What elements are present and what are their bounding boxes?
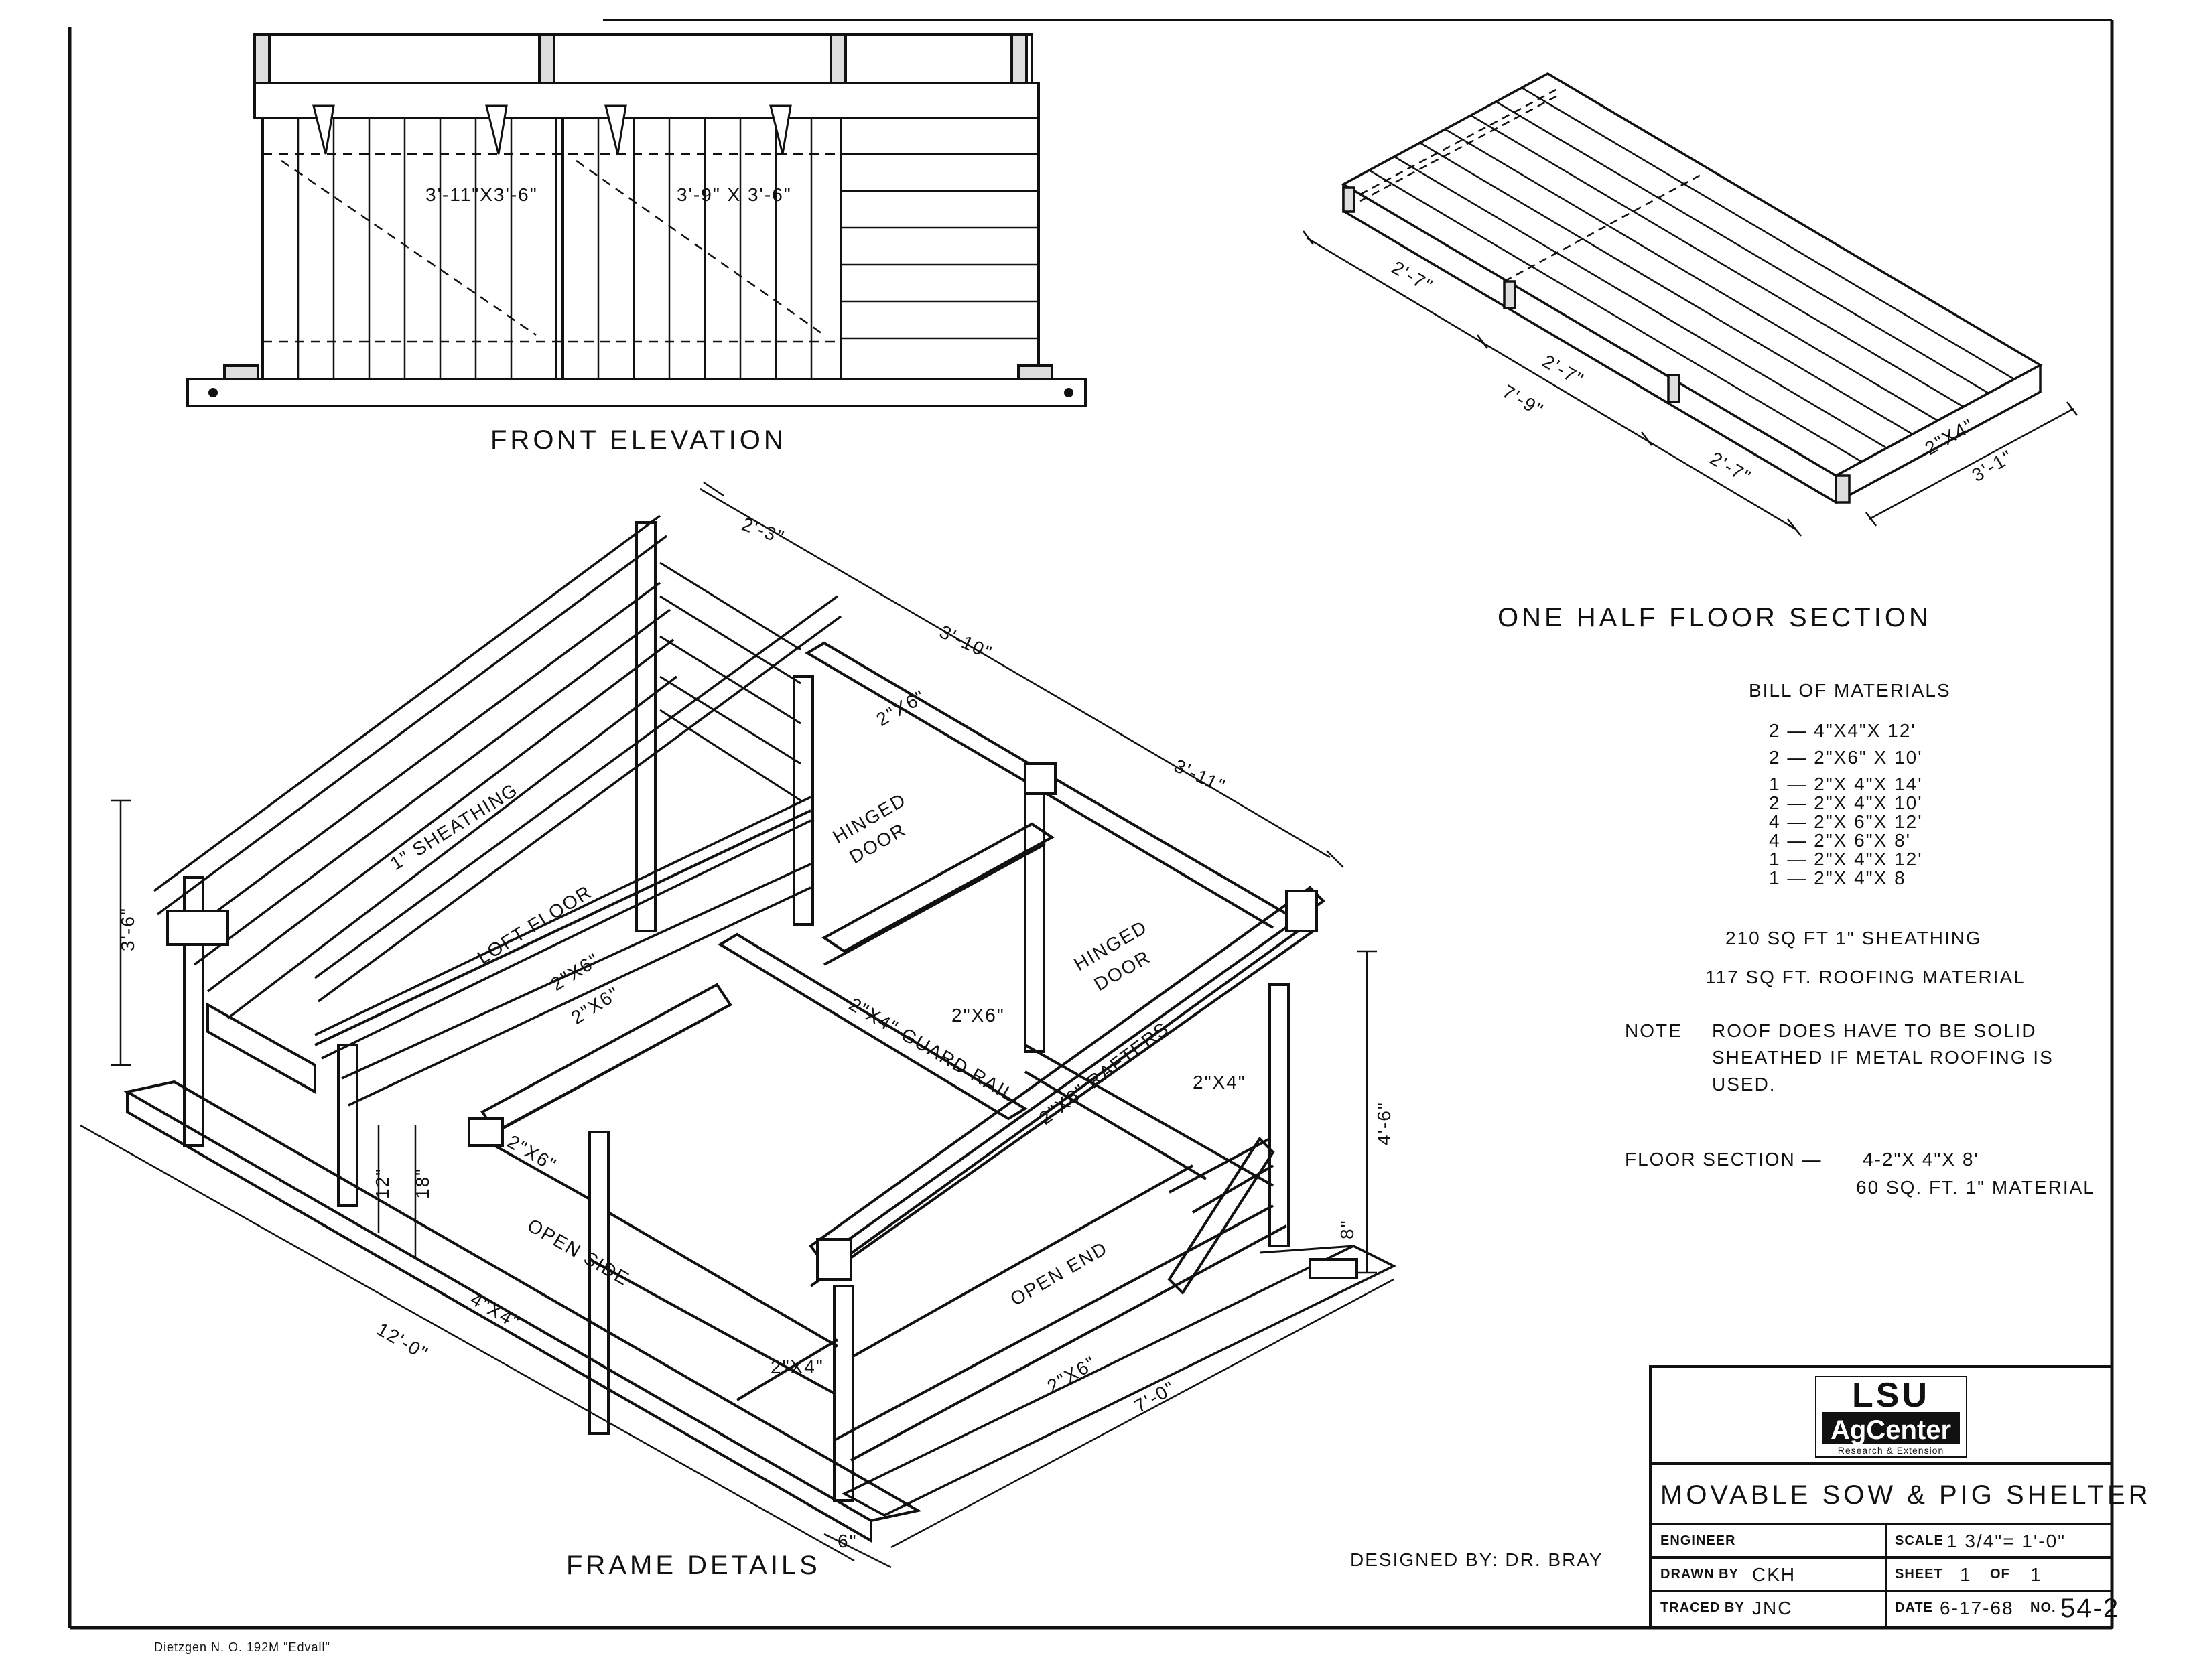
frame-details-drawing [123,514,1396,1543]
front-elevation-title: FRONT ELEVATION [490,425,787,455]
note-label: NOTE [1625,1020,1682,1041]
scale-value: 1 3/4"= 1'-0" [1946,1531,2066,1551]
bom-title: BILL OF MATERIALS [1749,680,1951,701]
sheet-value: 1 [1960,1564,1972,1585]
label-base-2x4: 2"X4" [771,1356,824,1377]
bom-item-0: 2 — 4"X4"X 12' [1769,720,1916,741]
sheet-of-label: OF [1990,1567,2010,1582]
logo-lsu-text: LSU [1852,1376,1930,1415]
paper-stock-note: Dietzgen N. O. 192M "Edvall" [154,1640,330,1654]
bill-of-materials: BILL OF MATERIALS 2 — 4"X4"X 12' 2 — 2"X… [1705,680,2026,987]
engineer-label: ENGINEER [1660,1533,1735,1548]
drawing-number-label: NO. [2030,1600,2056,1615]
floor-section-drawing [1303,72,2078,537]
front-door-right-dim: 3'-9" X 3'-6" [677,184,792,205]
bom-item-6: 1 — 2"X 4"X 12' [1769,849,1923,869]
dim-3-6: 3'-6" [117,907,138,951]
dim-6: 6" [838,1531,858,1551]
note-line-1: ROOF DOES HAVE TO BE SOLID [1712,1020,2037,1041]
label-guard-2x6: 2"X6" [951,1005,1005,1026]
floor-spec-line-1: 4-2"X 4"X 8' [1863,1149,1979,1170]
drawn-by-label: DRAWN BY [1660,1567,1739,1582]
floor-section-title: ONE HALF FLOOR SECTION [1498,603,1932,632]
bom-item-3: 2 — 2"X 4"X 10' [1769,792,1923,813]
frame-details-title: FRAME DETAILS [566,1551,821,1580]
date-value: 6-17-68 [1940,1598,2014,1618]
dim-8: 8" [1337,1219,1357,1239]
drawing-number-value: 54-2 [2060,1594,2119,1623]
front-elevation-drawing [186,33,1087,407]
note-line-2: SHEATHED IF METAL ROOFING IS [1712,1047,2054,1068]
floor-spec-label: FLOOR SECTION — [1625,1149,1822,1170]
bom-item-4: 4 — 2"X 6"X 12' [1769,811,1923,832]
bom-item-7: 1 — 2"X 4"X 8 [1769,867,1906,888]
title-block [1649,1365,2113,1629]
sheet-border [68,19,2114,1630]
sheet-label: SHEET [1895,1567,1943,1582]
designed-by: DESIGNED BY: DR. BRAY [1350,1549,1603,1570]
floor-section-spec: FLOOR SECTION — 4-2"X 4"X 8' 60 SQ. FT. … [1625,1149,2095,1198]
lsu-agcenter-logo: LSU AgCenter Research & Extension [1815,1376,1967,1458]
dim-18: 18" [412,1168,433,1199]
front-door-left-dim: 3'-11"X3'-6" [425,184,538,205]
note-line-3: USED. [1712,1074,1776,1095]
drawn-by-value: CKH [1752,1564,1796,1585]
roof-note: NOTE ROOF DOES HAVE TO BE SOLID SHEATHED… [1625,1020,2054,1095]
sheet-total-value: 1 [2030,1564,2042,1585]
traced-by-label: TRACED BY [1660,1600,1745,1615]
floor-spec-line-2: 60 SQ. FT. 1" MATERIAL [1856,1177,2095,1198]
bom-sheathing: 210 SQ FT 1" SHEATHING [1725,928,1982,949]
bom-item-5: 4 — 2"X 6"X 8' [1769,830,1911,851]
dim-12: 12" [372,1168,393,1199]
bom-item-1: 2 — 2"X6" X 10' [1769,747,1923,768]
bom-item-2: 1 — 2"X 4"X 14' [1769,774,1923,794]
date-label: DATE [1895,1600,1933,1615]
scale-label: SCALE [1895,1533,1944,1548]
label-brace-2x4: 2"X4" [1193,1072,1246,1093]
logo-sub-text: Research & Extension [1838,1445,1944,1456]
title-block-title: MOVABLE SOW & PIG SHELTER [1660,1480,2151,1510]
logo-agcenter-text: AgCenter [1831,1415,1951,1445]
traced-by-value: JNC [1752,1598,1792,1618]
dim-4-6: 4'-6" [1374,1101,1394,1145]
bom-roofing: 117 SQ FT. ROOFING MATERIAL [1705,967,2026,987]
frame-dimension-lines [80,481,1394,1569]
